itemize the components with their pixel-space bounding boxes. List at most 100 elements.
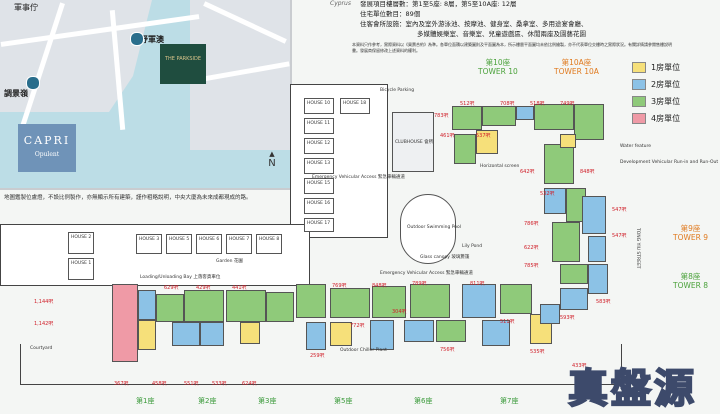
unit-1br	[476, 130, 498, 154]
unit-3br	[184, 290, 224, 322]
house-unit: HOUSE 6	[196, 234, 222, 254]
project-info: Cyprus 發展項目樓層數：第1至5座: 8層，第5至10A座: 12層 住宅…	[296, 0, 716, 80]
unit-area: 749呎	[560, 101, 575, 107]
clubhouse: CLUBHOUSE 會所	[392, 112, 434, 172]
unit-2br	[582, 196, 606, 234]
info-paragraph: 本資料只作參考，實際資料以《買賣合約》為準。各單位面積以建築圖則及平面圖為本，所…	[352, 42, 672, 53]
house-unit: HOUSE 16	[304, 198, 334, 214]
map-label: 軍事佇	[14, 3, 38, 12]
street-label: TONG YIU STREET	[635, 228, 640, 269]
unit-3br	[482, 106, 516, 126]
house-unit: HOUSE 2	[68, 232, 94, 254]
watermark: 真盤源	[567, 365, 697, 413]
legend-item-2br: 2房單位	[632, 77, 712, 91]
unit-2br	[172, 322, 200, 346]
info-line-1: 發展項目樓層數：第1至5座: 8層，第5至10A座: 12層	[360, 0, 517, 8]
house-unit: HOUSE 12	[304, 138, 334, 154]
unit-area: 624呎	[242, 381, 257, 387]
garden-label: Garden 花園	[216, 259, 243, 264]
bicycle-parking-label: Bicycle Parking	[380, 88, 415, 93]
courtyard-label: Courtyard	[30, 346, 53, 351]
north-arrow-icon: ▲ N	[268, 150, 276, 169]
house-unit: HOUSE 5	[166, 234, 192, 254]
legend-item-3br: 3房單位	[632, 94, 712, 108]
map-label: 紓軍澳	[140, 35, 164, 44]
water-feature-label: Water feature	[620, 144, 651, 149]
site-plan: HOUSE 10 HOUSE 11 HOUSE 12 HOUSE 13 HOUS…	[0, 84, 720, 405]
house-unit: HOUSE 7	[226, 234, 252, 254]
unit-2br	[540, 304, 560, 324]
map-disclaimer: 地圖鑑製位盧燈，不設比例製作，亦無顯示所有建築，謹作粗略說明，中央大廈為未來成都…	[4, 195, 252, 201]
block-label: 第5座	[334, 397, 353, 405]
legend-swatch	[632, 78, 646, 90]
unit-3br	[266, 292, 294, 322]
unit-area: 511呎	[500, 319, 515, 325]
unit-3br	[544, 144, 574, 184]
site-boundary	[20, 344, 622, 385]
legend-swatch	[632, 61, 646, 73]
unit-area: 537呎	[476, 133, 491, 139]
unit-4br	[112, 284, 138, 362]
unit-area: 551呎	[184, 381, 199, 387]
unit-3br	[454, 134, 476, 164]
unit-area: 429呎	[196, 285, 211, 291]
unit-3br	[560, 264, 588, 284]
unit-3br	[534, 104, 574, 130]
emergency-access-label: Emergency Vehicular Access 緊急車輛通道	[312, 175, 405, 180]
unit-area: 785呎	[524, 263, 539, 269]
unit-1br	[560, 134, 576, 148]
block-label: 第1座	[136, 397, 155, 405]
house-unit: HOUSE 11	[304, 118, 334, 134]
header-mark: Cyprus	[330, 0, 351, 7]
block-label: 第6座	[414, 397, 433, 405]
location-map: 軍事佇 紓軍澳 調景嶺 THE PARKSIDE CAPRI Opulent ▲…	[0, 0, 292, 190]
unit-2br	[560, 288, 588, 310]
unit-area: 783呎	[434, 113, 449, 119]
unit-3br	[296, 284, 326, 318]
unit-2br	[370, 320, 394, 350]
capri-logo: CAPRI Opulent	[18, 124, 76, 172]
lily-pond-label: Lily Pond	[462, 244, 483, 249]
block-label: 第2座	[198, 397, 217, 405]
project-logo: THE PARKSIDE	[160, 44, 206, 84]
legend-swatch	[632, 95, 646, 107]
unit-3br	[574, 104, 604, 140]
house-unit: HOUSE 10	[304, 98, 334, 114]
unit-3br	[156, 294, 184, 322]
unit-area: 811呎	[470, 281, 485, 287]
map-label: 調景嶺	[4, 89, 28, 98]
mtr-station-icon	[26, 76, 40, 90]
unit-area: 433呎	[572, 363, 587, 369]
legend-item-4br: 4房單位	[632, 111, 712, 125]
house-unit: HOUSE 3	[136, 234, 162, 254]
unit-area: 518呎	[530, 101, 545, 107]
info-line-4: 多媒體娛樂室、音樂室、兒童遊戲區、休閒兩座及園藝花園	[417, 30, 586, 38]
block-label: 第3座	[258, 397, 277, 405]
unit-3br	[226, 290, 266, 322]
unit-2br	[462, 284, 496, 318]
unit-area: 756呎	[440, 347, 455, 353]
unit-area: 259呎	[310, 353, 325, 359]
unit-area: 622呎	[524, 245, 539, 251]
house-unit: HOUSE 17	[304, 218, 334, 232]
unit-area: 583呎	[596, 299, 611, 305]
legend-swatch	[632, 112, 646, 124]
outdoor-pool: Outdoor Swimming Pool	[400, 194, 461, 264]
development-runin-label: Development Vehicular Run-in and Run-Out	[620, 160, 719, 165]
legend: 1房單位 2房單位 3房單位 4房單位	[632, 60, 712, 125]
unit-3br	[436, 320, 466, 342]
horizontal-screen-label: Horizontal screen	[480, 164, 520, 169]
unit-area: 1,144呎	[34, 299, 54, 305]
unit-3br	[372, 286, 406, 318]
unit-2br	[544, 188, 566, 214]
unit-2br	[588, 264, 608, 294]
emergency-access-label: Emergency Vehicular Access 緊急車輛通道	[380, 271, 473, 276]
house-unit: HOUSE 8	[256, 234, 282, 254]
unit-area: 769呎	[332, 283, 347, 289]
unit-3br	[330, 288, 370, 318]
unit-area: 708呎	[500, 101, 515, 107]
unit-2br	[482, 320, 510, 346]
